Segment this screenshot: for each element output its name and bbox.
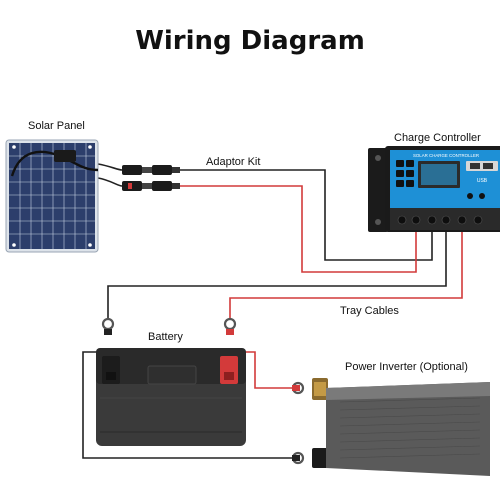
battery <box>96 348 246 446</box>
diagram-title: Wiring Diagram <box>135 26 365 56</box>
battery-negative-wire <box>107 228 447 318</box>
charge-controller: SOLAR CHARGE CONTROLLER USB <box>368 146 500 232</box>
tray-cables-label: Tray Cables <box>340 305 399 317</box>
wires <box>82 163 463 459</box>
power-inverter-label: Power Inverter (Optional) <box>345 361 468 373</box>
battery-cable-terminals <box>101 317 237 335</box>
battery-positive-wire <box>229 228 463 318</box>
adaptor-kit-label: Adaptor Kit <box>206 156 261 168</box>
mc4-connector-positive <box>122 181 180 191</box>
mc4-connector-negative <box>122 165 180 175</box>
solar-panel-label: Solar Panel <box>28 120 85 132</box>
panel-cable-positive <box>97 177 123 187</box>
solar-panel <box>5 139 99 253</box>
controller-terminals <box>397 215 483 225</box>
controller-screen-text: SOLAR CHARGE CONTROLLER <box>413 153 479 158</box>
adaptor-kit-connectors <box>122 165 180 191</box>
pv-positive-wire <box>180 185 417 273</box>
panel-cable-negative <box>97 163 123 171</box>
panel-cell-grid <box>9 143 95 249</box>
inverter-negative-wire <box>82 351 292 459</box>
battery-label: Battery <box>148 331 183 343</box>
charge-controller-label: Charge Controller <box>394 132 481 144</box>
inverter-positive-wire <box>240 351 292 389</box>
pv-negative-wire <box>180 169 433 261</box>
usb-label: USB <box>477 178 488 184</box>
inverter-cable-terminals <box>291 381 305 465</box>
inverter-fins <box>339 397 481 459</box>
power-inverter <box>312 378 490 476</box>
